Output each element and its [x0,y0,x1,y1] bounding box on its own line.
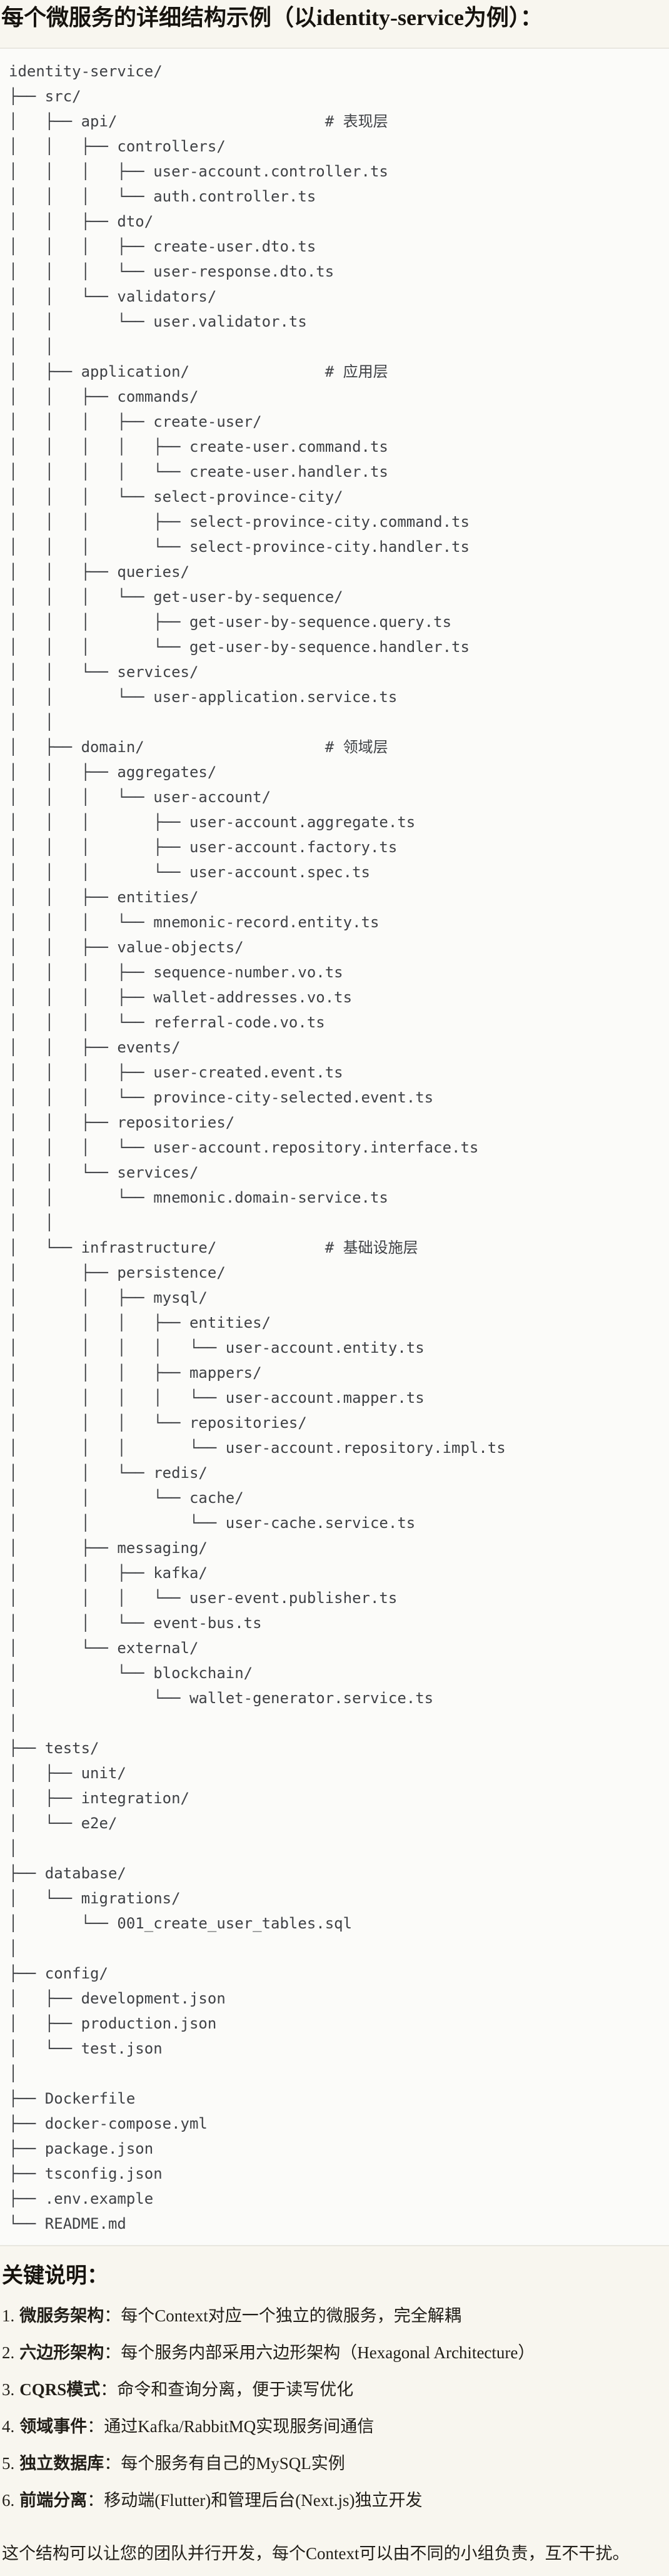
note-item-label: 微服务架构 [19,2306,104,2325]
note-item: 3.CQRS模式：命令和查询分离，便于读写优化 [2,2379,669,2400]
document: 每个微服务的详细结构示例（以identity-service为例）： ident… [0,3,669,2565]
note-item-number: 2. [2,2343,15,2362]
note-item: 5.独立数据库：每个服务有自己的MySQL实例 [2,2453,669,2474]
note-item-number: 3. [2,2380,15,2399]
note-item-number: 5. [2,2454,15,2473]
note-item-number: 4. [2,2417,15,2436]
note-item-label: CQRS模式 [19,2380,101,2399]
code-block: identity-service/ ├── src/ │ ├── api/ # … [0,48,669,2246]
note-item-text: ：每个服务有自己的MySQL实例 [104,2454,345,2473]
page-title: 每个微服务的详细结构示例（以identity-service为例）： [1,5,543,30]
note-item-text: ：通过Kafka/RabbitMQ实现服务间通信 [87,2417,375,2436]
note-item-text: ：命令和查询分离，便于读写优化 [100,2380,354,2399]
note-item: 6.前端分离：移动端(Flutter)和管理后台(Next.js)独立开发 [2,2490,669,2511]
note-item-text: ：每个Context对应一个独立的微服务，完全解耦 [104,2306,461,2325]
note-item-label: 独立数据库 [19,2454,104,2473]
note-item-label: 六边形架构 [19,2343,104,2362]
note-item-label: 领域事件 [19,2417,88,2436]
notes-section: 关键说明： 1.微服务架构：每个Context对应一个独立的微服务，完全解耦 2… [0,2264,669,2565]
note-item-text: ：移动端(Flutter)和管理后台(Next.js)独立开发 [87,2491,423,2510]
notes-heading: 关键说明： [2,2264,108,2288]
note-item-number: 6. [2,2491,15,2510]
note-item-number: 1. [2,2306,15,2325]
closing-paragraph: 这个结构可以让您的团队并行开发，每个Context可以由不同的小组负责，互不干扰… [2,2544,630,2563]
note-item-label: 前端分离 [19,2491,88,2510]
note-item: 1.微服务架构：每个Context对应一个独立的微服务，完全解耦 [2,2305,669,2326]
note-item: 4.领域事件：通过Kafka/RabbitMQ实现服务间通信 [2,2416,669,2437]
directory-tree-text: identity-service/ ├── src/ │ ├── api/ # … [9,63,506,2232]
note-item: 2.六边形架构：每个服务内部采用六边形架构（Hexagonal Architec… [2,2342,669,2363]
note-item-text: ：每个服务内部采用六边形架构（Hexagonal Architecture） [104,2343,535,2362]
